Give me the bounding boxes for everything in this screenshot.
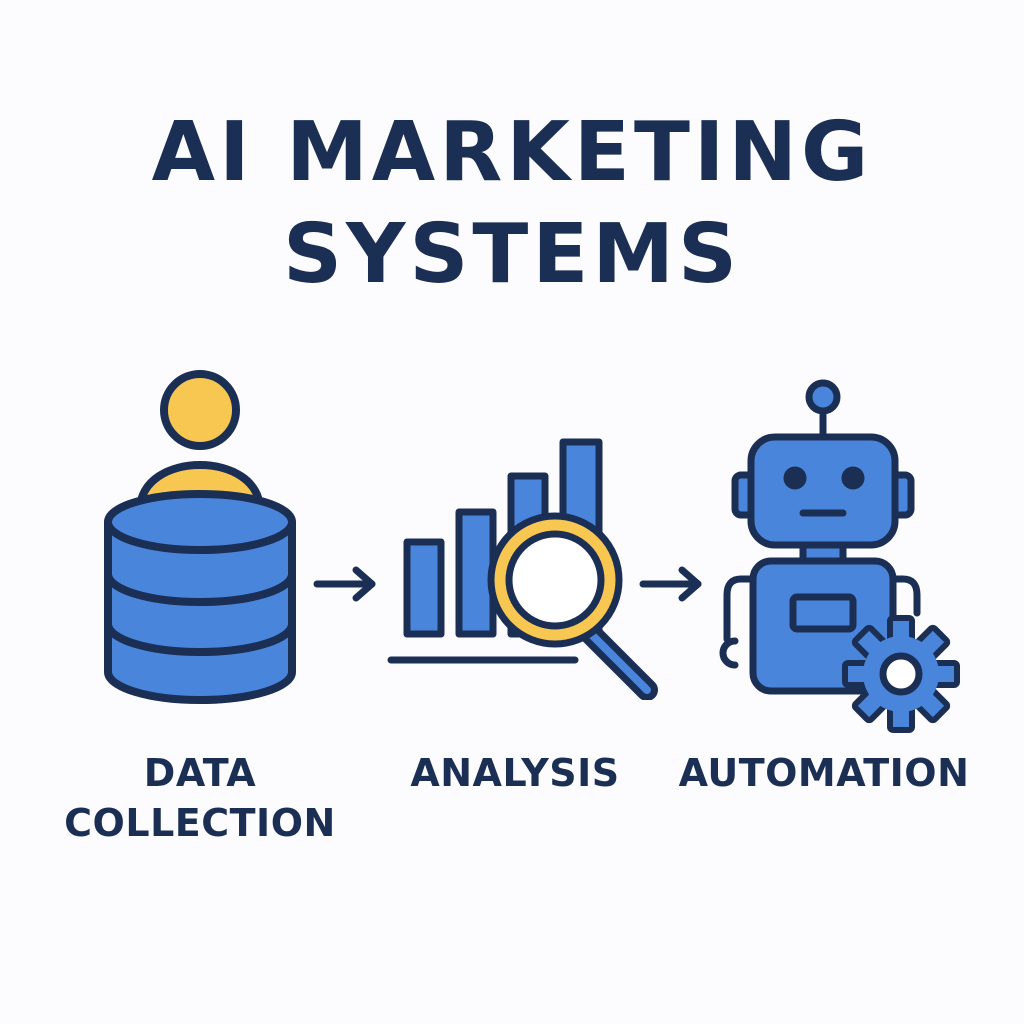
title-line-2: SYSTEMS [282,207,742,302]
step-label-line: DATA [143,751,257,795]
step-label-line: AUTOMATION [678,751,970,795]
step-label-analysis: ANALYSIS [370,748,660,798]
step-label-data-collection: DATA COLLECTION [40,748,360,848]
step-label-line: ANALYSIS [410,751,620,795]
arrow-right-icon [313,566,376,602]
step-label-automation: AUTOMATION [664,748,984,798]
arrow-right-icon [639,566,702,602]
bar-chart-magnifier-icon [387,438,658,700]
step-label-line: COLLECTION [64,801,336,845]
robot-gear-icon [719,379,960,733]
person-database-icon [104,370,296,704]
title-line-1: AI MARKETING [151,105,873,200]
